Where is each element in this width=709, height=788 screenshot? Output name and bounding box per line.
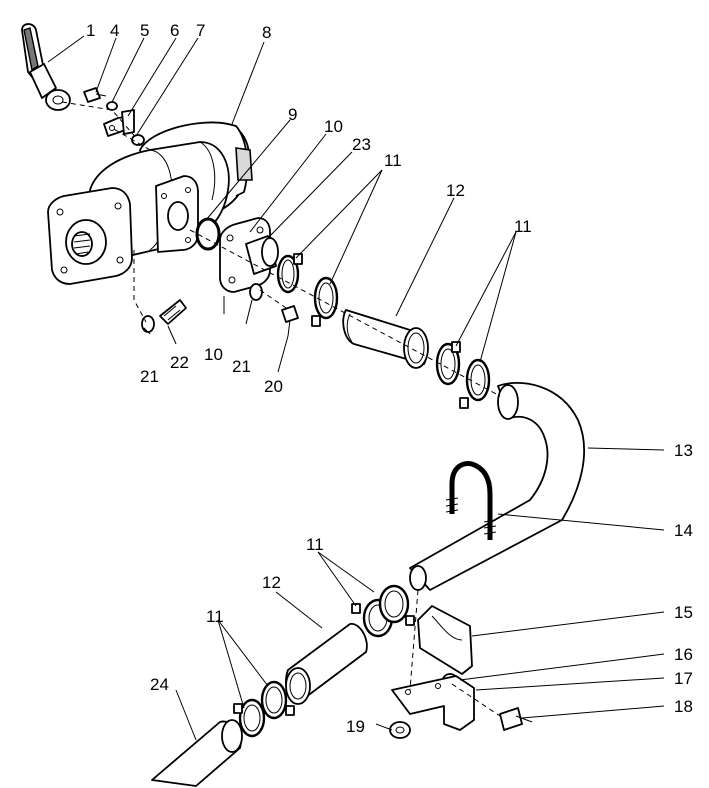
clip-part-7 [121,109,145,146]
u-bolt-part-14 [445,461,497,540]
hose-clamp-part-11-f [378,584,415,626]
washer-part-5 [106,101,118,111]
callout-11-left: 11 [206,607,224,626]
callout-8: 8 [262,23,271,42]
callout-7: 7 [196,21,205,40]
hose-clamp-part-11-d [459,358,491,409]
washer-part-21-right [249,283,263,301]
tube-part-24 [151,719,243,787]
callout-18: 18 [674,697,693,716]
hose-clamp-part-11-h [233,698,266,738]
callout-5: 5 [140,21,149,40]
assembly-centerlines [61,101,501,717]
saddle-part-15 [417,605,473,675]
hose-fitting-part-1 [21,23,71,111]
callout-21-right: 21 [232,357,251,376]
callout-20: 20 [264,377,283,396]
callout-12-lower: 12 [262,573,281,592]
callout-9: 9 [288,105,297,124]
hose-clamp-part-11-g [260,680,295,720]
nut-part-19 [389,721,411,739]
bolt-part-20 [281,305,299,337]
callout-19: 19 [346,717,365,736]
hose-clamp-part-11-c [435,341,461,386]
elbow-tube-part-13 [409,382,585,591]
hose-part-12-lower [285,623,368,705]
hose-part-12-upper [342,309,429,369]
bolt-part-18 [499,707,533,731]
callout-6: 6 [170,21,179,40]
callout-21-left: 21 [140,367,159,386]
washer-part-21-left [141,315,155,333]
leader-lines [47,35,665,741]
o-ring-part-9 [195,217,221,251]
callout-11-right: 11 [514,217,532,236]
callout-15: 15 [674,603,693,622]
callout-14: 14 [674,521,693,540]
callout-13: 13 [674,441,693,460]
callout-16: 16 [674,645,693,664]
bolt-part-22 [159,299,187,325]
callout-10-bottom: 10 [204,345,223,364]
callout-labels: 1 4 5 6 7 8 9 10 23 11 12 11 13 14 11 12… [86,21,693,736]
callout-17: 17 [674,669,693,688]
callout-10-top: 10 [324,117,343,136]
callout-23: 23 [352,135,371,154]
hose-clamp-part-11-b [311,276,339,327]
callout-22: 22 [170,353,189,372]
callout-1: 1 [86,21,95,40]
callout-11-top: 11 [384,151,402,170]
hose-clamp-part-11-a [276,253,303,294]
callout-11-mid: 11 [306,535,324,554]
bolt-part-4 [83,87,107,103]
callout-12-upper: 12 [446,181,465,200]
callout-4: 4 [110,21,119,40]
callout-24: 24 [150,675,169,694]
